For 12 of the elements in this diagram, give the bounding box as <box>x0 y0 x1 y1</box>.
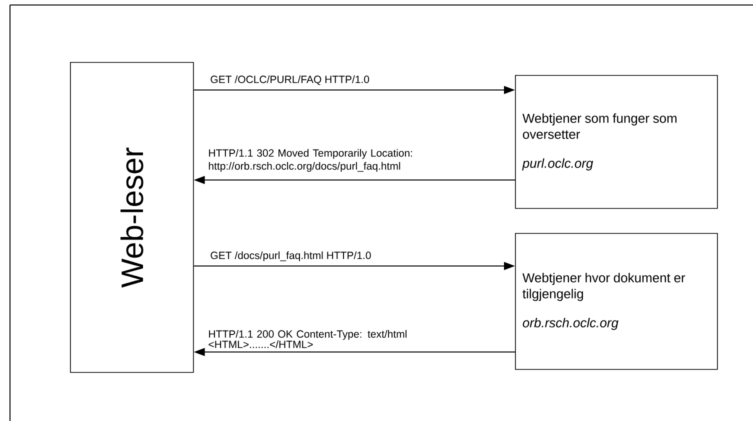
response-header: HTTP/1.1 200 OK Content-Type: text/html <box>209 330 406 340</box>
edge-label: GET /OCLC/PURL/FAQ HTTP/1.0 <box>210 75 370 85</box>
host-name: orb.rsch.oclc.org <box>522 318 618 330</box>
server-box <box>515 75 718 209</box>
browser-box: Web-leser <box>70 62 194 373</box>
server-description: Webtjener hvor dokument er tilgjengelig <box>522 272 686 301</box>
edge-label: <HTML>.......</HTML> <box>208 340 313 348</box>
server-description: Webtjener som funger som oversetter <box>522 113 676 139</box>
server-box <box>515 233 718 370</box>
host-name: purl.oclc.org <box>522 158 594 170</box>
edge-label: GET /docs/purl_faq.html HTTP/1.0 <box>210 251 371 262</box>
edge-label: HTTP/1.1 302 Moved Temporarily Location: http://orb.rsch.oclc.org/docs/purl_faq.html <box>208 149 412 172</box>
